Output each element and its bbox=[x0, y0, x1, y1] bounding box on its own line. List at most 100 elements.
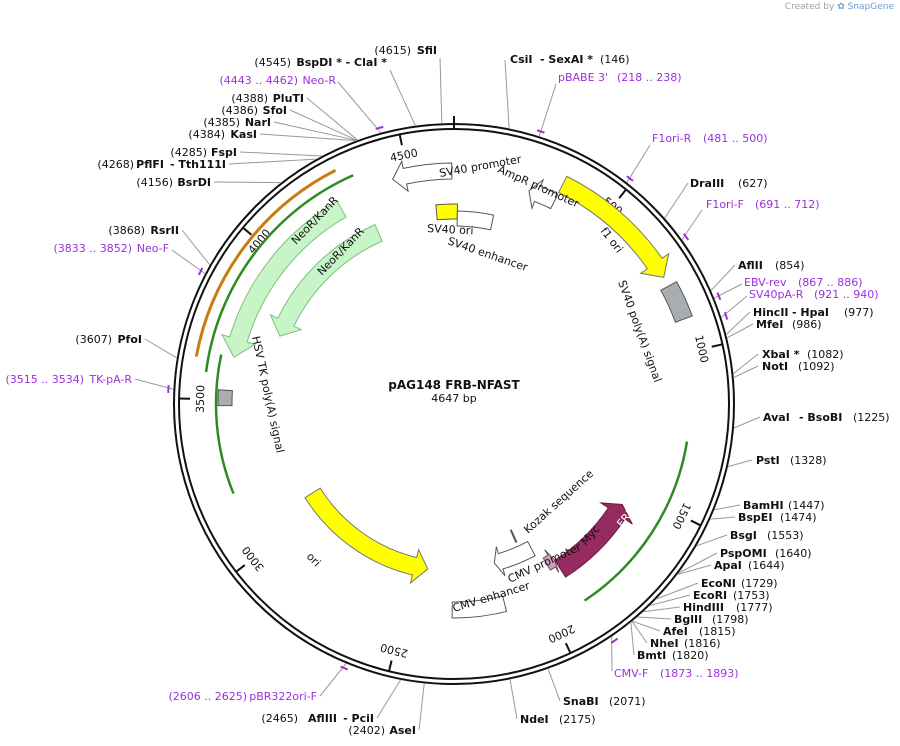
primer-name[interactable]: Neo-R bbox=[302, 74, 336, 87]
leader-line bbox=[389, 69, 416, 126]
site-label[interactable]: PflFI bbox=[136, 158, 164, 171]
site-position: (977) bbox=[844, 306, 874, 319]
site-label[interactable]: AflIII bbox=[308, 712, 337, 725]
site-label[interactable]: MfeI bbox=[756, 318, 783, 331]
site-label[interactable]: KasI bbox=[230, 128, 257, 141]
site-position: (4268) bbox=[97, 158, 134, 171]
site-label[interactable]: SfiI bbox=[417, 44, 437, 57]
site-label[interactable]: - Tth111I bbox=[170, 158, 226, 171]
site-label[interactable]: ApaI bbox=[714, 559, 742, 572]
tick-mark bbox=[388, 660, 393, 672]
site-label[interactable]: - BsoBI bbox=[799, 411, 842, 424]
tick-label: 1500 bbox=[669, 501, 693, 532]
primer-site-mark bbox=[723, 311, 729, 320]
primer-site-mark bbox=[340, 665, 349, 671]
site-label[interactable]: AfeI bbox=[663, 625, 688, 638]
site-label[interactable]: XbaI * bbox=[762, 348, 800, 361]
leader-line bbox=[643, 606, 681, 613]
site-label[interactable]: FspI bbox=[211, 146, 237, 159]
site-label[interactable]: HincII bbox=[753, 306, 789, 319]
site-label[interactable]: AseI bbox=[389, 724, 416, 737]
site-label[interactable]: DraIII bbox=[690, 177, 724, 190]
site-label[interactable]: - HpaI bbox=[792, 306, 829, 319]
site-label[interactable]: BamHI bbox=[743, 499, 784, 512]
tick-label: 3000 bbox=[239, 544, 266, 574]
site-label[interactable]: BspDI * bbox=[296, 56, 342, 69]
site-position: (4615) bbox=[374, 44, 411, 57]
site-label[interactable]: BsrDI bbox=[177, 176, 211, 189]
site-label[interactable]: PstI bbox=[756, 454, 780, 467]
primer-range: (2606 .. 2625) bbox=[168, 690, 247, 703]
primer-range: (691 .. 712) bbox=[755, 198, 820, 211]
leader-line bbox=[725, 311, 751, 335]
site-label[interactable]: PspOMI bbox=[720, 547, 767, 560]
primer-range: (867 .. 886) bbox=[798, 276, 863, 289]
site-position: (4545) bbox=[254, 56, 291, 69]
primer-name[interactable]: CMV-F bbox=[614, 667, 648, 680]
site-label[interactable]: RsrII bbox=[150, 224, 179, 237]
site-label[interactable]: SnaBI bbox=[563, 695, 599, 708]
site-label[interactable]: AvaI bbox=[763, 411, 790, 424]
site-label[interactable]: PfoI bbox=[118, 333, 143, 346]
primer-site-mark bbox=[197, 267, 204, 276]
site-label[interactable]: EcoRI bbox=[693, 589, 727, 602]
site-label[interactable]: AflII bbox=[738, 259, 763, 272]
site-position: (3868) bbox=[108, 224, 145, 237]
site-label[interactable]: BsgI bbox=[730, 529, 757, 542]
site-label[interactable]: NarI bbox=[245, 116, 271, 129]
site-label[interactable]: NheI bbox=[650, 637, 679, 650]
tick-label: 2500 bbox=[379, 641, 409, 660]
site-label[interactable]: BspEI bbox=[738, 511, 772, 524]
cmv-enhancer-box bbox=[451, 595, 508, 619]
primer-name[interactable]: F1ori-R bbox=[652, 132, 692, 145]
primer-range: (921 .. 940) bbox=[814, 288, 879, 301]
site-label[interactable]: CsiI bbox=[510, 53, 532, 66]
leader-line bbox=[649, 594, 691, 606]
leader-line bbox=[538, 83, 557, 137]
primer-range: (3833 .. 3852) bbox=[53, 242, 132, 255]
leader-line bbox=[696, 534, 728, 547]
primer-name[interactable]: F1ori-F bbox=[706, 198, 744, 211]
site-label[interactable]: - ClaI * bbox=[346, 56, 388, 69]
tick-label: 3500 bbox=[194, 385, 208, 413]
tick-mark bbox=[398, 134, 403, 146]
site-position: (2402) bbox=[348, 724, 385, 737]
primer-name[interactable]: pBABE 3' bbox=[558, 71, 608, 84]
primer-range: (4443 .. 4462) bbox=[219, 74, 298, 87]
leader-line bbox=[306, 97, 358, 141]
primer-name[interactable]: pBR322ori-F bbox=[249, 690, 317, 703]
ampr-promoter-arrow bbox=[528, 178, 559, 210]
site-position: (2071) bbox=[609, 695, 646, 708]
feature-label: SV40 ori bbox=[427, 222, 474, 237]
site-label[interactable]: SfoI bbox=[263, 104, 287, 117]
primer-name[interactable]: Neo-F bbox=[137, 242, 169, 255]
site-label[interactable]: HindIII bbox=[683, 601, 724, 614]
primer-site-mark bbox=[682, 233, 690, 241]
site-position: (1328) bbox=[790, 454, 827, 467]
site-label[interactable]: - PciI bbox=[343, 712, 374, 725]
site-label[interactable]: BglII bbox=[674, 613, 702, 626]
tick-mark bbox=[242, 226, 253, 236]
tick-mark bbox=[690, 519, 702, 527]
site-position: (4388) bbox=[231, 92, 268, 105]
site-label[interactable]: NdeI bbox=[520, 713, 549, 726]
site-position: (3607) bbox=[75, 333, 112, 346]
features-layer bbox=[194, 159, 693, 619]
feature-label: SV40 poly(A) signal bbox=[615, 279, 664, 384]
primer-name[interactable]: TK-pA-R bbox=[88, 373, 132, 386]
leader-line bbox=[144, 338, 178, 359]
tick-mark bbox=[235, 564, 246, 573]
site-label[interactable]: PluTI bbox=[273, 92, 304, 105]
site-label[interactable]: BmtI bbox=[637, 649, 666, 662]
site-position: (1644) bbox=[748, 559, 785, 572]
site-position: (4384) bbox=[188, 128, 225, 141]
primer-name[interactable]: SV40pA-R bbox=[749, 288, 804, 301]
neo-kanr-arrow bbox=[221, 200, 347, 358]
leader-line bbox=[710, 264, 736, 291]
primer-name[interactable]: EBV-rev bbox=[744, 276, 787, 289]
feature-label: SV40 enhancer bbox=[446, 235, 530, 275]
site-label[interactable]: NotI bbox=[762, 360, 788, 373]
site-label[interactable]: - SexAI * bbox=[540, 53, 593, 66]
site-label[interactable]: EcoNI bbox=[701, 577, 736, 590]
primer-site-mark bbox=[610, 637, 619, 644]
